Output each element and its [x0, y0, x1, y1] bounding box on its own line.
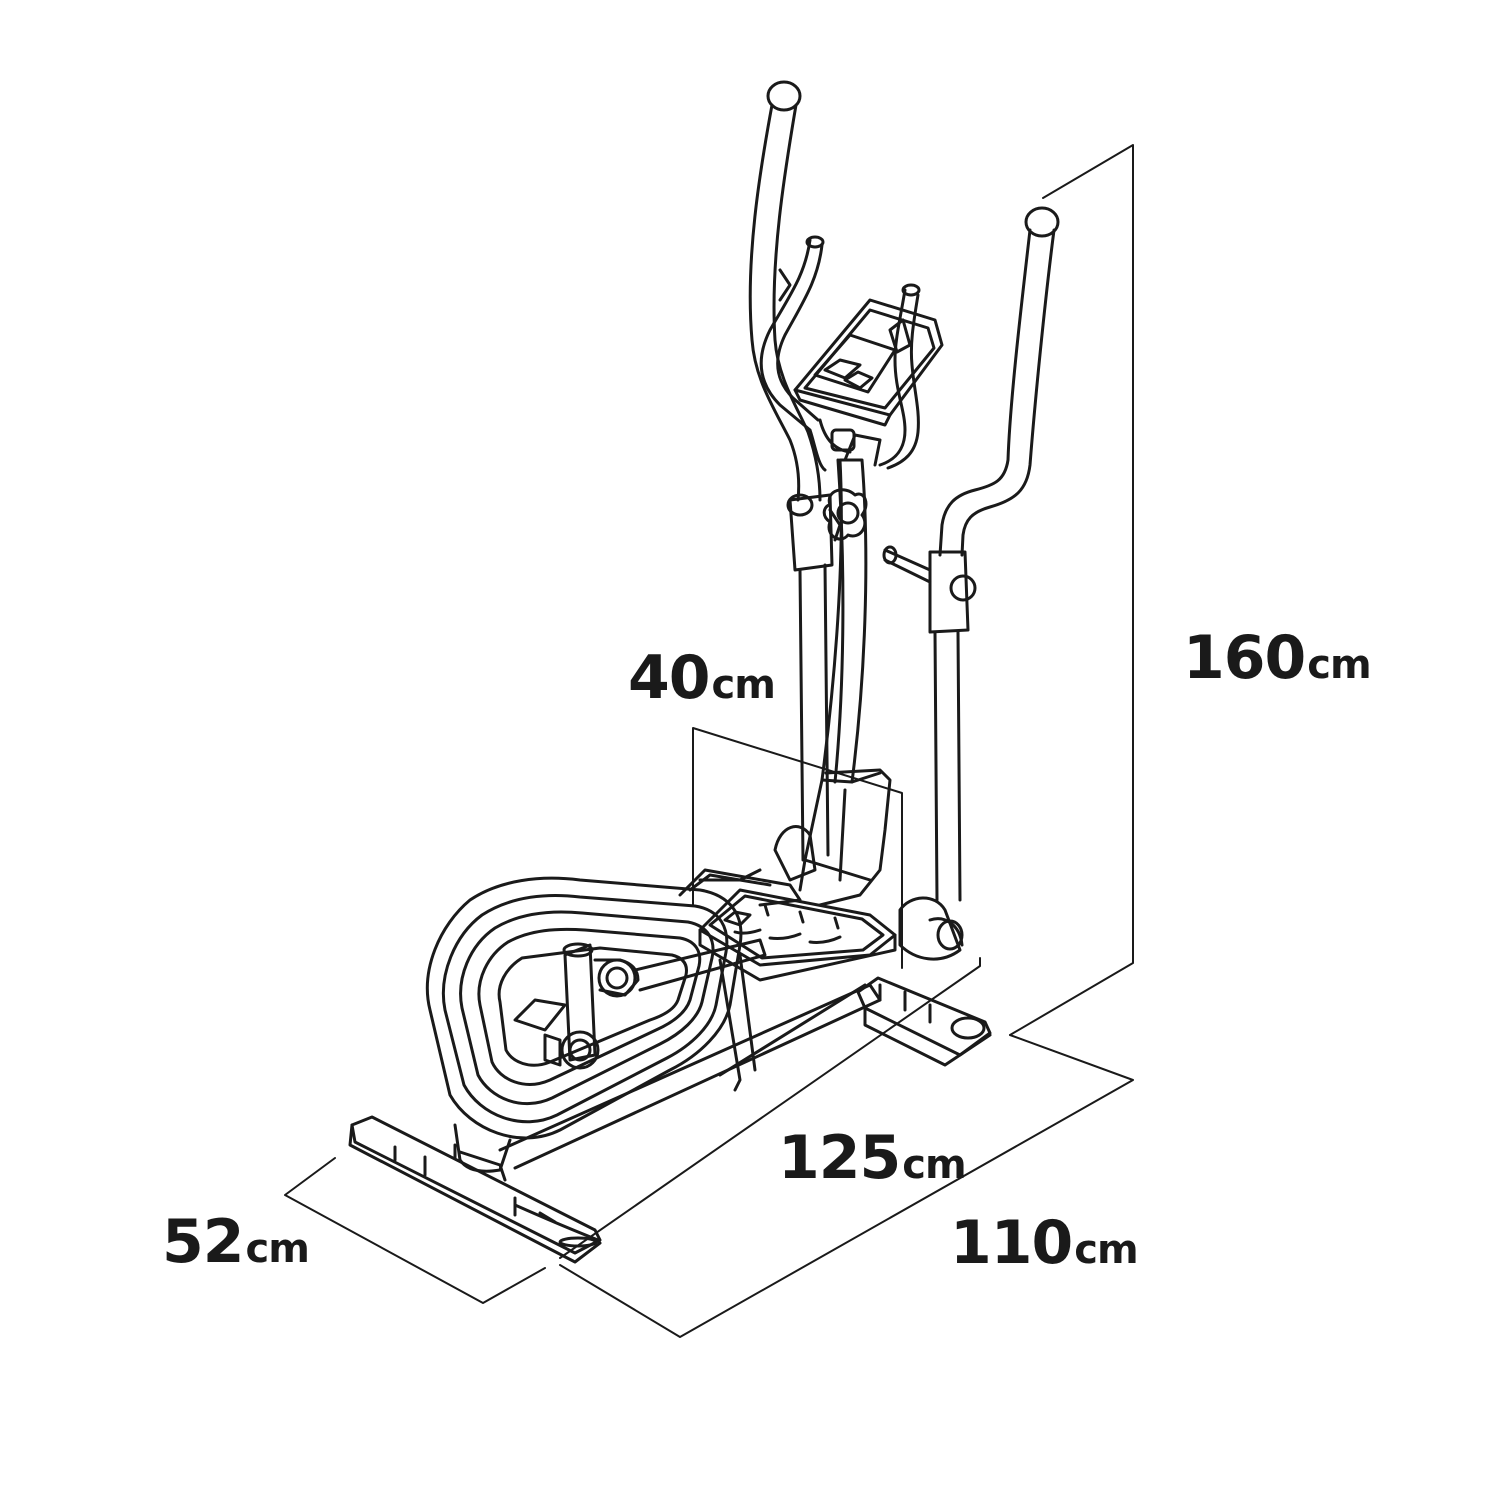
length-dimension-label: 125cm	[778, 1128, 967, 1188]
rear-stabilizer	[858, 978, 990, 1065]
height-dimension-line	[1010, 145, 1133, 1035]
height-unit: cm	[1307, 642, 1371, 688]
foot-pedal-front	[700, 890, 895, 980]
depth-dimension-line	[560, 1035, 1133, 1337]
length-value: 125	[778, 1123, 901, 1193]
arm-base-joints	[775, 827, 962, 959]
step-dimension-label: 40cm	[628, 648, 776, 708]
right-moving-arm	[884, 208, 1058, 900]
width-dimension-line	[285, 1158, 545, 1303]
width-value: 52	[162, 1207, 244, 1277]
left-moving-arm	[750, 82, 840, 860]
central-mast	[800, 460, 890, 905]
stationary-handlebar	[761, 237, 919, 470]
depth-unit: cm	[1074, 1227, 1138, 1273]
depth-dimension-label: 110cm	[950, 1213, 1139, 1273]
crank-arm	[545, 940, 765, 1068]
step-value: 40	[628, 643, 710, 713]
flywheel-housing	[427, 878, 755, 1138]
step-unit: cm	[711, 662, 776, 708]
front-stabilizer	[350, 1117, 600, 1262]
dimension-lines	[285, 145, 1133, 1337]
main-frame	[455, 985, 880, 1180]
width-dimension-label: 52cm	[162, 1212, 310, 1272]
length-dimension-line	[560, 958, 980, 1258]
height-value: 160	[1183, 623, 1306, 693]
elliptical-trainer-illustration	[350, 82, 1058, 1262]
step-dimension-line	[693, 728, 902, 968]
width-unit: cm	[245, 1226, 310, 1272]
foot-pedal-rear	[680, 870, 800, 905]
depth-value: 110	[950, 1208, 1073, 1278]
length-unit: cm	[902, 1142, 966, 1188]
resistance-knob	[824, 490, 866, 539]
console-assembly	[795, 300, 942, 465]
height-dimension-label: 160cm	[1183, 628, 1372, 688]
